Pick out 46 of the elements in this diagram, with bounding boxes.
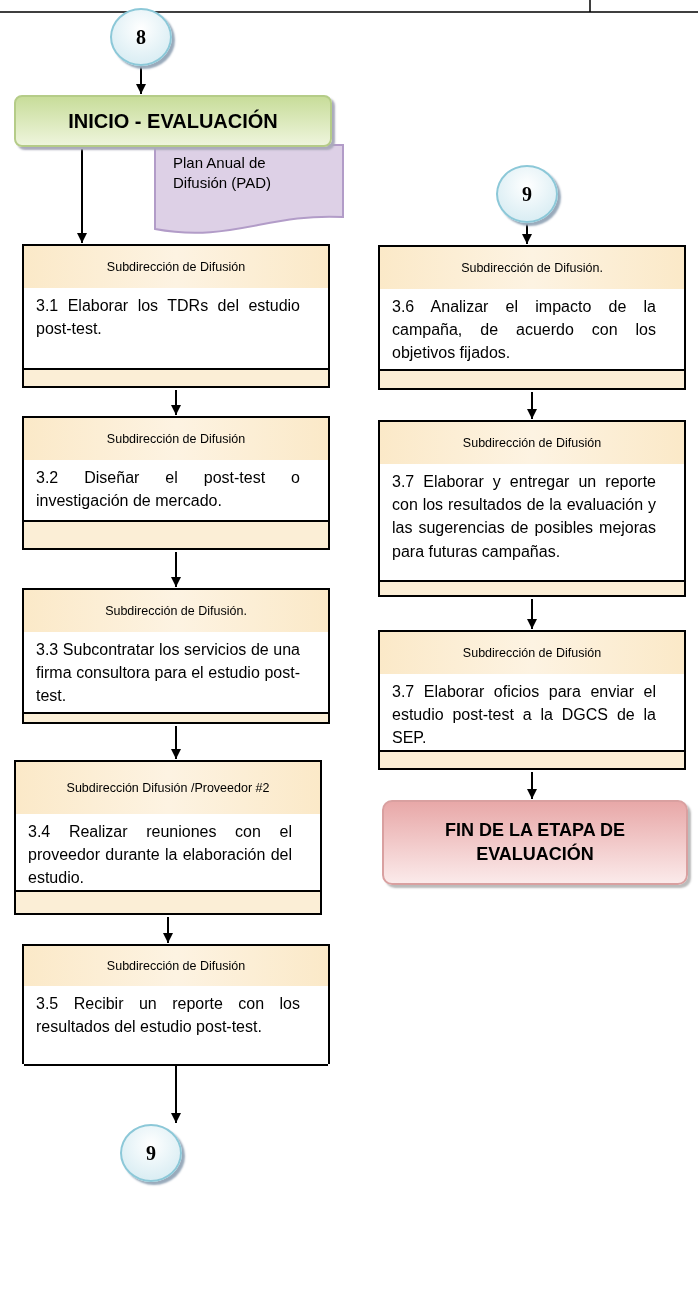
arrow [171, 551, 181, 588]
arrow [527, 391, 537, 420]
lane-header: Subdirección de Difusión [380, 422, 684, 466]
process-box [22, 244, 330, 388]
terminal-label: INICIO - EVALUACIÓN [68, 109, 278, 133]
task-text: 3.4 Realizar reuniones con el proveedor durante la elaboración del estudio. [16, 814, 320, 892]
start-terminal [14, 95, 332, 147]
arrow [77, 148, 87, 244]
lane-header: Subdirección de Difusión [24, 946, 328, 988]
task-text: 3.3 Subcontratar los servicios de una firma consultora para el estudio post-test. [24, 632, 328, 714]
task-text: 3.1 Elaborar los TDRs del estudio post-test. [24, 288, 328, 370]
arrow [522, 223, 532, 245]
lane-header: Subdirección Difusión /Proveedor #2 [16, 762, 320, 816]
task-text: 3.6 Analizar el impacto de la campaña, de acuerdo con los objetivos fijados. [380, 289, 684, 371]
arrow [527, 771, 537, 800]
process-box [14, 760, 322, 915]
process-box [22, 588, 330, 724]
arrow [171, 725, 181, 760]
process-box [22, 944, 330, 1064]
terminal-label: FIN DE LA ETAPA DE EVALUACIÓN [444, 819, 626, 866]
lane-header: Subdirección de Difusión [24, 418, 328, 462]
arrow [171, 389, 181, 416]
process-box [22, 416, 330, 550]
task-text: 3.2 Diseñar el post-test o investigación de mercado. [24, 460, 328, 522]
document-text: Plan Anual de Difusión (PAD) [173, 153, 273, 192]
connector-circle [496, 165, 558, 223]
connector-number: 9 [522, 182, 532, 206]
connector-number: 9 [146, 1141, 156, 1165]
lane-header: Subdirección de Difusión. [24, 590, 328, 634]
lane-header: Subdirección de Difusión. [380, 247, 684, 291]
lane-header: Subdirección de Difusión [380, 632, 684, 676]
arrow [171, 1065, 181, 1124]
end-terminal [382, 800, 688, 885]
lane-header: Subdirección de Difusión [24, 246, 328, 290]
process-box [378, 245, 686, 390]
arrow [527, 598, 537, 630]
arrow [136, 66, 146, 95]
arrow [163, 916, 173, 944]
process-box [378, 630, 686, 770]
connector-number: 8 [136, 25, 146, 49]
task-text: 3.7 Elaborar oficios para enviar el estudio post-test a la DGCS de la SEP. [380, 674, 684, 752]
task-text: 3.5 Recibir un reporte con los resultados del estudio post-test. [24, 986, 328, 1066]
task-text: 3.7 Elaborar y entregar un reporte con los resultados de la evaluación y las sugerencias de posibles mejoras para futuras campañas. [380, 464, 684, 582]
connector-circle [120, 1124, 182, 1182]
process-box [378, 420, 686, 597]
connector-circle [110, 8, 172, 66]
